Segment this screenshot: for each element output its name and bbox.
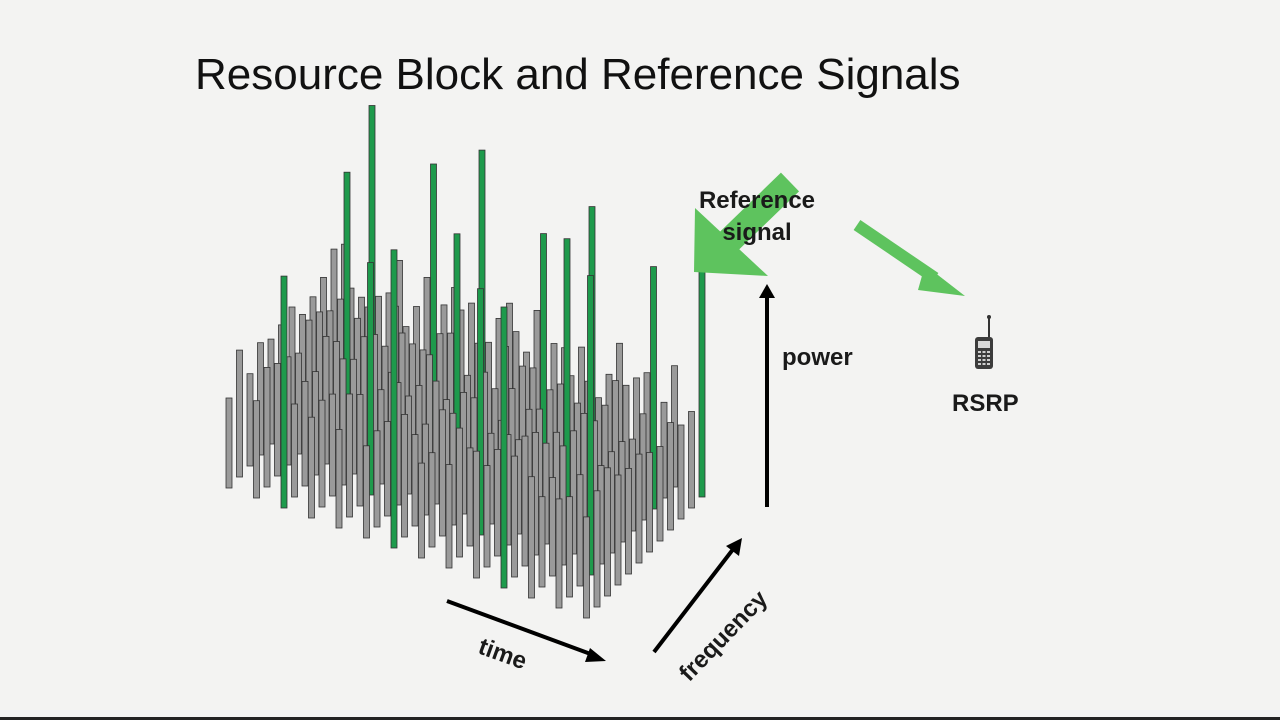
time-axis-arrow bbox=[446, 599, 597, 658]
reference-signal-label: Reference signal bbox=[684, 185, 830, 249]
resource-element-bar bbox=[656, 446, 664, 542]
reference-signal-label-line2: signal bbox=[722, 219, 792, 246]
resource-element-bar bbox=[335, 429, 343, 529]
resource-element-bar bbox=[549, 477, 556, 577]
resource-element-bar bbox=[511, 455, 518, 578]
reference-signal-bar bbox=[587, 275, 594, 576]
resource-element-bar bbox=[555, 498, 563, 609]
mobile-phone-icon bbox=[975, 315, 993, 369]
resource-element-bar bbox=[456, 427, 463, 558]
reference-signal-bar bbox=[698, 261, 706, 498]
resource-element-bar bbox=[473, 450, 480, 579]
resource-element-bar bbox=[604, 467, 611, 597]
resource-element-bar bbox=[466, 447, 474, 547]
resource-element-bar bbox=[576, 474, 584, 587]
resource-element-bar bbox=[401, 413, 408, 538]
resource-element-bar bbox=[384, 421, 391, 517]
resource-element-bar bbox=[677, 424, 685, 520]
rsrp-label: RSRP bbox=[952, 390, 1019, 417]
resource-element-bar bbox=[411, 434, 419, 527]
reference-signal-bar bbox=[280, 275, 288, 509]
resource-element-bar bbox=[329, 393, 336, 497]
reference-signal-arrow-out bbox=[853, 220, 965, 296]
resource-element-bar bbox=[253, 400, 260, 499]
resource-element-bar bbox=[593, 490, 601, 608]
resource-element-bar bbox=[528, 476, 535, 599]
resource-element-bar bbox=[257, 342, 264, 456]
resource-element-bar bbox=[225, 397, 233, 489]
time-axis-arrowhead bbox=[585, 648, 606, 662]
resource-element-bar bbox=[646, 452, 653, 553]
resource-element-bar bbox=[667, 422, 674, 531]
reference-signal-arrow-in bbox=[694, 172, 800, 276]
resource-element-bar bbox=[570, 430, 577, 555]
frequency-axis-arrow bbox=[652, 546, 736, 654]
resource-element-bar bbox=[542, 442, 550, 545]
resource-element-bars bbox=[225, 105, 706, 619]
resource-element-bar bbox=[583, 516, 590, 619]
resource-element-bar bbox=[263, 366, 271, 488]
frequency-axis-arrowhead bbox=[726, 538, 742, 556]
resource-element-bar bbox=[339, 358, 347, 486]
power-axis-label: power bbox=[782, 344, 853, 371]
resource-element-bar bbox=[439, 409, 446, 537]
reference-signal-label-line1: Reference bbox=[698, 187, 816, 214]
resource-element-bar bbox=[418, 462, 425, 559]
resource-element-bar bbox=[521, 435, 529, 567]
resource-element-bar bbox=[445, 464, 453, 569]
resource-element-bar bbox=[432, 380, 440, 505]
resource-element-bar bbox=[301, 380, 309, 487]
resource-element-bar bbox=[236, 349, 243, 478]
reference-signal-bar bbox=[390, 249, 398, 549]
resource-element-bar bbox=[308, 416, 315, 519]
reference-signal-bar bbox=[650, 266, 657, 510]
reference-signal-bar bbox=[367, 262, 374, 496]
resource-element-bar bbox=[291, 403, 298, 498]
resource-element-bar bbox=[483, 465, 491, 568]
slide-title: Resource Block and Reference Signals bbox=[195, 50, 961, 99]
resource-element-bar bbox=[295, 352, 302, 455]
slide-bottom-border bbox=[0, 717, 1280, 720]
resource-element-bar bbox=[494, 448, 501, 557]
resource-element-bar bbox=[538, 496, 546, 588]
resource-element-bar bbox=[625, 467, 632, 575]
resource-element-bar bbox=[356, 394, 364, 507]
power-axis-arrowhead bbox=[759, 284, 775, 298]
resource-element-bar bbox=[614, 474, 622, 586]
resource-element-bar bbox=[246, 373, 254, 467]
reference-signal-bar bbox=[477, 288, 484, 536]
resource-element-bar bbox=[373, 430, 381, 528]
resource-element-bar bbox=[346, 393, 353, 518]
resource-element-bar bbox=[635, 453, 643, 564]
resource-element-bar bbox=[318, 399, 326, 508]
resource-element-bar bbox=[274, 362, 281, 477]
reference-signal-bar bbox=[500, 306, 508, 589]
resource-element-bar bbox=[688, 411, 695, 509]
resource-element-bar bbox=[428, 452, 436, 548]
resource-element-bar bbox=[566, 496, 573, 598]
resource-element-bar bbox=[363, 445, 370, 539]
